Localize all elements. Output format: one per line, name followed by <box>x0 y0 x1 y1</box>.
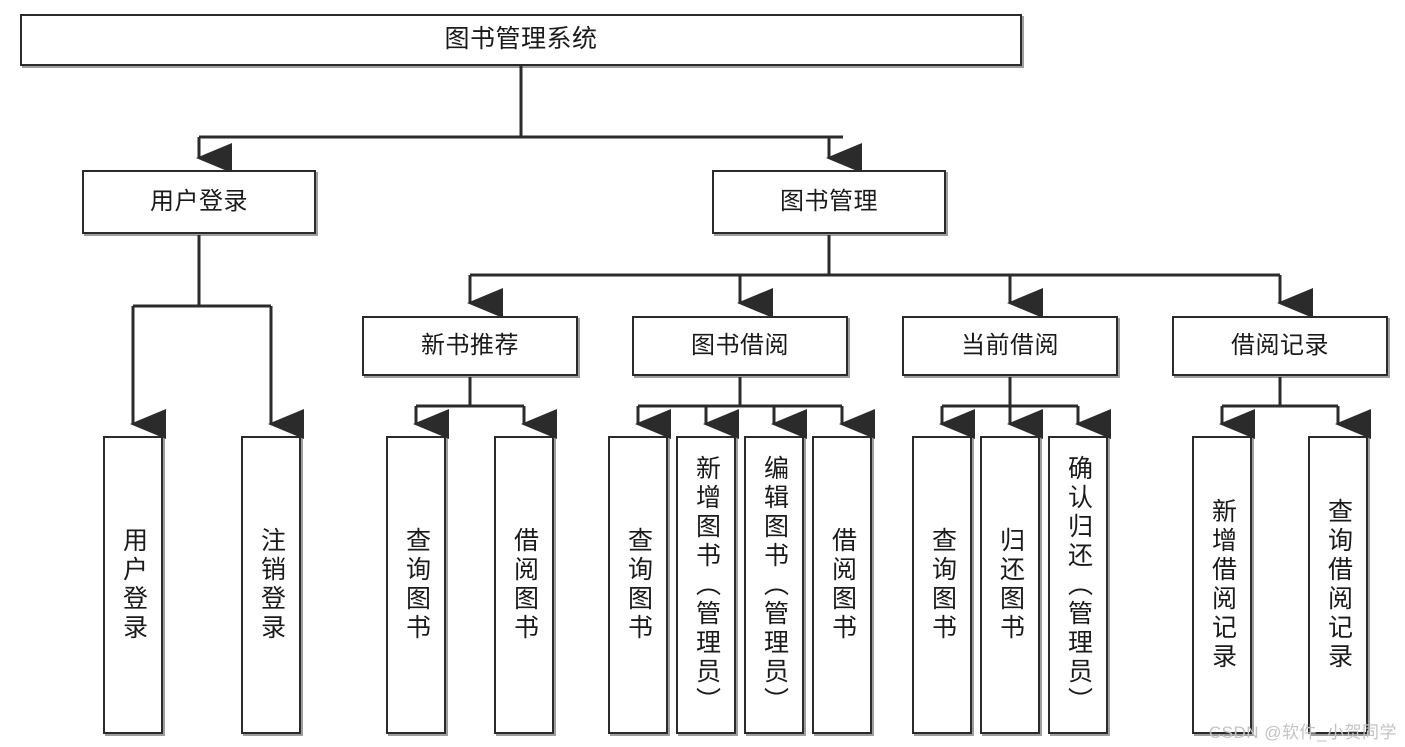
node-leaf-query-book-1-label: 查询图书 <box>402 527 431 643</box>
node-current-borrow-label: 当前借阅 <box>961 331 1059 359</box>
node-leaf-user-login-label: 用户登录 <box>119 527 148 643</box>
node-root[interactable]: 图书管理系统 <box>20 14 1022 66</box>
node-leaf-query-book-2-label: 查询图书 <box>624 527 653 643</box>
node-current-borrow[interactable]: 当前借阅 <box>902 316 1118 376</box>
node-leaf-confirm-return-label: 确认归还（管理员） <box>1064 454 1093 716</box>
node-leaf-user-login[interactable]: 用户登录 <box>103 436 163 734</box>
node-book-borrow-label: 图书借阅 <box>691 331 789 359</box>
node-new-book-recommend[interactable]: 新书推荐 <box>362 316 578 376</box>
node-leaf-return-book-label: 归还图书 <box>996 527 1025 643</box>
node-leaf-return-book[interactable]: 归还图书 <box>980 436 1040 734</box>
node-leaf-edit-book[interactable]: 编辑图书（管理员） <box>744 436 804 734</box>
node-leaf-edit-book-label: 编辑图书（管理员） <box>760 454 789 716</box>
node-leaf-add-book[interactable]: 新增图书（管理员） <box>676 436 736 734</box>
node-borrow-record-label: 借阅记录 <box>1231 331 1329 359</box>
node-book-manage-label: 图书管理 <box>780 187 878 215</box>
node-leaf-add-record-label: 新增借阅记录 <box>1208 498 1237 672</box>
node-leaf-borrow-book-2-label: 借阅图书 <box>828 527 857 643</box>
node-borrow-record[interactable]: 借阅记录 <box>1172 316 1388 376</box>
node-leaf-query-book-1[interactable]: 查询图书 <box>386 436 446 734</box>
node-user-login-label: 用户登录 <box>150 187 248 215</box>
node-user-login[interactable]: 用户登录 <box>82 170 316 234</box>
node-leaf-borrow-book-1[interactable]: 借阅图书 <box>494 436 554 734</box>
node-leaf-logout[interactable]: 注销登录 <box>241 436 301 734</box>
csdn-watermark: CSDN @软件_小贺同学 <box>1208 723 1397 742</box>
node-leaf-borrow-book-1-label: 借阅图书 <box>510 527 539 643</box>
node-leaf-confirm-return[interactable]: 确认归还（管理员） <box>1048 436 1108 734</box>
node-leaf-logout-label: 注销登录 <box>257 527 286 643</box>
node-leaf-query-book-2[interactable]: 查询图书 <box>608 436 668 734</box>
node-leaf-query-record[interactable]: 查询借阅记录 <box>1308 436 1368 734</box>
node-leaf-query-book-3[interactable]: 查询图书 <box>912 436 972 734</box>
node-leaf-add-record[interactable]: 新增借阅记录 <box>1192 436 1252 734</box>
node-leaf-query-book-3-label: 查询图书 <box>928 527 957 643</box>
node-book-manage[interactable]: 图书管理 <box>712 170 946 234</box>
node-leaf-add-book-label: 新增图书（管理员） <box>692 454 721 716</box>
node-leaf-borrow-book-2[interactable]: 借阅图书 <box>812 436 872 734</box>
node-root-label: 图书管理系统 <box>444 25 598 54</box>
node-new-book-recommend-label: 新书推荐 <box>421 331 519 359</box>
node-book-borrow[interactable]: 图书借阅 <box>632 316 848 376</box>
node-leaf-query-record-label: 查询借阅记录 <box>1324 498 1353 672</box>
